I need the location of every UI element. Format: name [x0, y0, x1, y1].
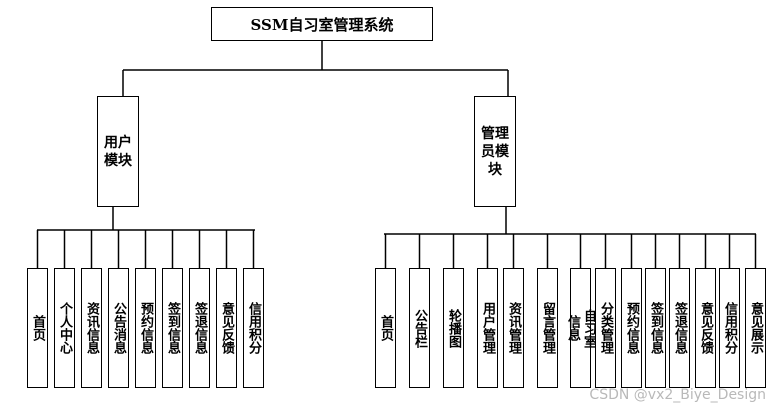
- admin-item-8: 预约信息: [621, 268, 642, 388]
- root-title: SSM自习室管理系统: [250, 15, 394, 34]
- user-item-2: 资讯信息: [81, 268, 102, 388]
- user-item-6: 签退信息: [189, 268, 210, 388]
- admin-item-label-11: 意见反馈: [698, 302, 713, 354]
- admin-item-12: 信用积分: [719, 268, 740, 388]
- admin-item-0: 首页: [375, 268, 396, 388]
- admin-item-1: 公告栏: [409, 268, 430, 388]
- user-item-label-3: 公告消息: [111, 302, 126, 354]
- admin-item-13: 意见展示: [745, 268, 766, 388]
- admin-item-10: 签退信息: [669, 268, 690, 388]
- admin-item-label-9: 签到信息: [648, 302, 663, 354]
- admin-item-label-10: 签退信息: [672, 302, 687, 354]
- admin-item-3: 用户管理: [477, 268, 498, 388]
- user-item-label-8: 信用积分: [246, 302, 261, 354]
- user-item-label-6: 签退信息: [192, 302, 207, 354]
- admin-item-label-7: 分类管理: [598, 302, 613, 354]
- user-module-node: 用户模块: [97, 96, 139, 207]
- admin-item-label-6: 自习室信息: [565, 308, 596, 348]
- admin-item-label-8: 预约信息: [624, 302, 639, 354]
- admin-item-label-12: 信用积分: [722, 302, 737, 354]
- user-item-label-1: 个人中心: [57, 302, 72, 354]
- admin-item-label-2: 轮播图: [446, 308, 461, 348]
- user-item-8: 信用积分: [243, 268, 264, 388]
- user-item-label-2: 资讯信息: [84, 302, 99, 354]
- watermark: CSDN @vx2_Biye_Design: [589, 387, 766, 403]
- user-item-3: 公告消息: [108, 268, 129, 388]
- user-item-4: 预约信息: [135, 268, 156, 388]
- user-item-5: 签到信息: [162, 268, 183, 388]
- user-item-7: 意见反馈: [216, 268, 237, 388]
- user-item-0: 首页: [27, 268, 48, 388]
- admin-item-5: 留言管理: [537, 268, 558, 388]
- admin-item-4: 资讯管理: [503, 268, 524, 388]
- user-module-label: 用户模块: [104, 134, 132, 169]
- admin-module-label: 管理员模块: [481, 125, 509, 178]
- root-node: SSM自习室管理系统: [211, 7, 433, 41]
- admin-item-9: 签到信息: [645, 268, 666, 388]
- user-item-label-7: 意见反馈: [219, 302, 234, 354]
- user-item-label-0: 首页: [30, 315, 45, 341]
- admin-item-label-1: 公告栏: [412, 308, 427, 348]
- admin-item-7: 分类管理: [595, 268, 616, 388]
- admin-item-label-4: 资讯管理: [506, 302, 521, 354]
- admin-item-label-13: 意见展示: [748, 302, 763, 354]
- user-item-label-4: 预约信息: [138, 302, 153, 354]
- admin-item-label-3: 用户管理: [480, 302, 495, 354]
- admin-item-2: 轮播图: [443, 268, 464, 388]
- user-item-1: 个人中心: [54, 268, 75, 388]
- admin-item-label-5: 留言管理: [540, 302, 555, 354]
- user-item-label-5: 签到信息: [165, 302, 180, 354]
- admin-module-node: 管理员模块: [474, 96, 516, 207]
- admin-item-6: 自习室信息: [565, 268, 596, 388]
- admin-item-11: 意见反馈: [695, 268, 716, 388]
- admin-item-label-0: 首页: [378, 315, 393, 341]
